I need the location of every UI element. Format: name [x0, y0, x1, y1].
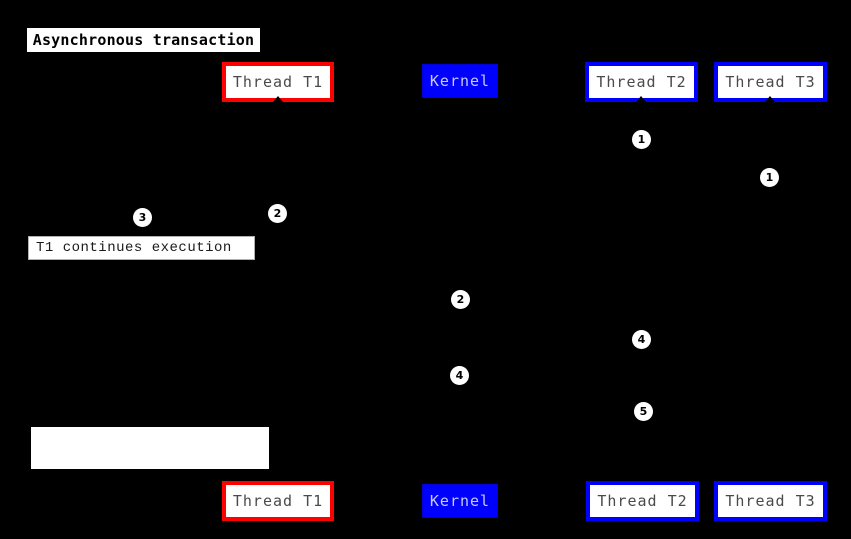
lifeline-notch [636, 96, 646, 102]
participant-label: Thread T3 [725, 492, 816, 510]
sequence-marker: 2 [268, 204, 287, 223]
sequence-marker: 1 [760, 168, 779, 187]
sequence-marker: 4 [450, 366, 469, 385]
blank-note-box [31, 427, 269, 469]
participant-label: Kernel [429, 72, 491, 90]
sequence-marker: 4 [632, 330, 651, 349]
sequence-marker: 5 [634, 402, 653, 421]
participant-kernel-top: Kernel [422, 64, 498, 98]
participant-label: Thread T1 [232, 73, 324, 91]
lifeline-arrowhead [635, 474, 647, 481]
participant-label: Thread T2 [596, 73, 687, 91]
participant-label: Thread T1 [232, 492, 324, 510]
participant-thread-t1-bottom: Thread T1 [222, 481, 334, 521]
sequence-marker: 3 [133, 208, 152, 227]
participant-label: Thread T2 [597, 492, 688, 510]
participant-thread-t3-bottom: Thread T3 [714, 481, 827, 521]
participant-thread-t2-bottom: Thread T2 [586, 481, 699, 521]
participant-thread-t3-top: Thread T3 [714, 62, 827, 102]
sequence-marker: 1 [632, 130, 651, 149]
lifeline-arrowhead [764, 474, 776, 481]
participant-label: Thread T3 [725, 73, 816, 91]
participant-label: Kernel [429, 492, 491, 510]
sequence-marker: 2 [451, 290, 470, 309]
diagram-title: Asynchronous transaction [27, 28, 260, 52]
lifeline-notch [273, 96, 283, 102]
lifeline-arrowhead [272, 474, 284, 481]
participant-kernel-bottom: Kernel [422, 484, 498, 518]
note-t1-continues: T1 continues execution [28, 236, 255, 260]
lifeline-notch [765, 96, 775, 102]
